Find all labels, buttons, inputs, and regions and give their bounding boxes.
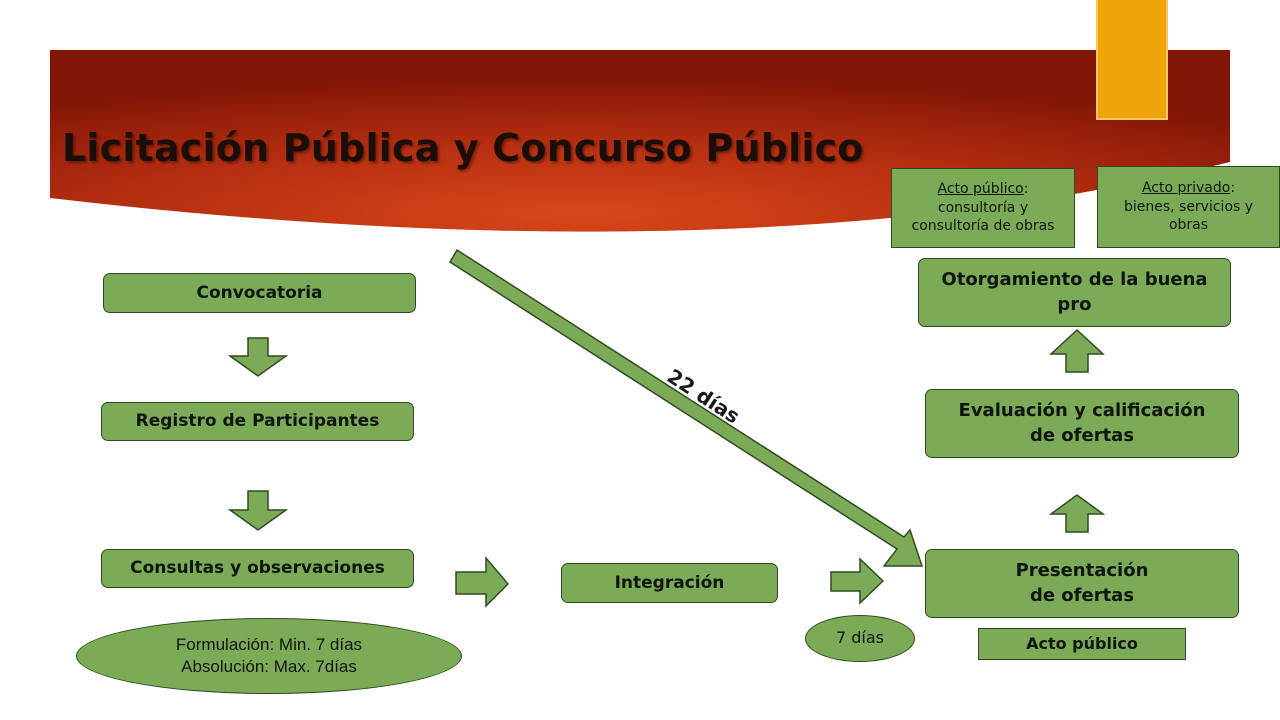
consultas-box: Consultas y observaciones: [101, 549, 414, 588]
convocatoria-box: Convocatoria: [103, 273, 416, 313]
integracion-label: Integración: [614, 572, 725, 593]
presentacion-label: Presentación de ofertas: [1015, 560, 1149, 606]
otorgamiento-box: Otorgamiento de la buena pro: [918, 258, 1231, 327]
acto-privado-note-text: bienes, servicios y obras: [1123, 198, 1254, 234]
slide-title: Licitación Pública y Concurso Público: [62, 126, 864, 170]
siete-dias-ellipse: 7 días: [805, 615, 915, 662]
registro-box: Registro de Participantes: [101, 402, 414, 441]
up-arrow-2: [1048, 494, 1106, 533]
acto-publico-note-label: Acto público: [937, 180, 1024, 197]
acto-privado-note: Acto privado: bienes, servicios y obras: [1097, 166, 1280, 248]
evaluacion-box: Evaluación y calificación de ofertas: [925, 389, 1239, 458]
convocatoria-label: Convocatoria: [196, 282, 323, 303]
right-arrow-1: [455, 555, 510, 608]
integracion-box: Integración: [561, 563, 778, 603]
down-arrow-1: [227, 337, 289, 377]
right-arrow-2: [830, 557, 885, 605]
absolucion-text: Absolución: Max. 7días: [181, 657, 357, 676]
acto-publico-box: Acto público: [978, 628, 1186, 660]
evaluacion-label: Evaluación y calificación de ofertas: [958, 400, 1206, 446]
acto-privado-note-label: Acto privado: [1141, 179, 1231, 196]
consultas-label: Consultas y observaciones: [130, 558, 385, 579]
formulacion-text: Formulación: Min. 7 días: [175, 634, 363, 654]
acto-publico-note: Acto público: consultoría y consultoría …: [891, 168, 1075, 248]
diagonal-arrow: [448, 248, 924, 567]
acto-publico-note-text: consultoría y consultoría de obras: [911, 199, 1055, 235]
registro-label: Registro de Participantes: [135, 411, 380, 432]
acto-publico-label: Acto público: [1026, 634, 1138, 654]
up-arrow-1: [1049, 328, 1105, 373]
otorgamiento-label: Otorgamiento de la buena pro: [941, 269, 1208, 315]
presentacion-box: Presentación de ofertas: [925, 549, 1239, 618]
siete-dias-text: 7 días: [835, 628, 884, 648]
accent-bar: [1096, 0, 1168, 120]
plazos-ellipse: Formulación: Min. 7 días Absolución: Max…: [76, 618, 462, 694]
down-arrow-2: [227, 490, 289, 531]
